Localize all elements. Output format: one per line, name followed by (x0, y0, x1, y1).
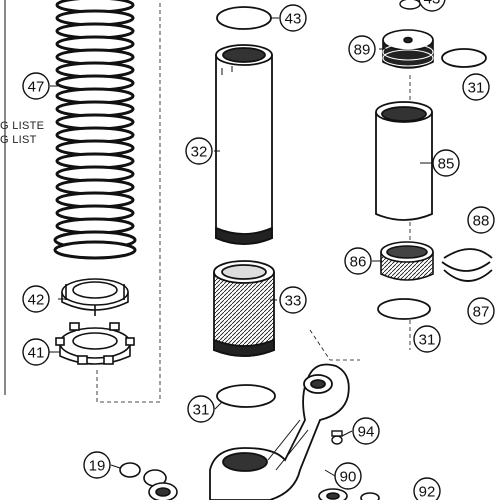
callout-47: 47 (22, 72, 50, 100)
grease-nipple (331, 430, 343, 445)
callout-label: 32 (191, 144, 208, 161)
inner-tube (375, 101, 433, 221)
callout-86: 86 (344, 247, 372, 275)
callout-label: 90 (340, 469, 357, 486)
callout-89: 89 (348, 35, 376, 63)
callout-label: 43 (424, 0, 441, 8)
snap-ring-right-lower (377, 298, 431, 320)
callout-label: 92 (419, 484, 436, 500)
callout-33: 33 (279, 286, 307, 314)
callout-31-lower: 31 (187, 395, 215, 423)
callout-label: 47 (28, 79, 45, 96)
bottom-valve-body (380, 241, 434, 281)
outer-tube (215, 44, 273, 245)
callout-43-top-right: 43 (418, 0, 446, 12)
callout-32: 32 (185, 137, 213, 165)
callout-label: 43 (285, 11, 302, 28)
linkage-lever (209, 363, 350, 500)
callout-label: 33 (285, 293, 302, 310)
callout-label: 31 (419, 332, 436, 349)
callout-43-top: 43 (279, 4, 307, 32)
callout-label: 85 (438, 156, 455, 173)
callout-31-top-right: 31 (462, 73, 490, 101)
callout-42: 42 (22, 285, 50, 313)
callout-94: 94 (352, 417, 380, 445)
callout-label: 86 (350, 254, 367, 271)
spring-adjuster-nut (61, 278, 129, 316)
callout-88: 88 (467, 206, 495, 234)
callout-31-right: 31 (413, 325, 441, 353)
callout-label: 31 (468, 80, 485, 97)
split-ring (441, 248, 493, 282)
callout-92: 92 (413, 477, 441, 500)
top-cap (382, 29, 434, 69)
callout-label: 89 (354, 42, 371, 59)
callout-87: 87 (467, 297, 495, 325)
snap-ring-top (216, 6, 272, 30)
callout-label: 41 (28, 345, 45, 362)
snap-ring-right (441, 48, 487, 68)
callout-85: 85 (432, 149, 460, 177)
assembly-guide-lines (96, 0, 411, 403)
lock-nut (55, 322, 135, 365)
bearing-sleeve-right (318, 488, 380, 500)
side-note-bracket: G LISTE G LIST (0, 0, 44, 395)
coil-spring (53, 0, 137, 260)
callout-label: 87 (473, 304, 490, 321)
callout-41: 41 (22, 338, 50, 366)
side-note-line-1: G LISTE (0, 120, 44, 132)
callout-90: 90 (334, 462, 362, 490)
leader-lines (48, 17, 432, 477)
callout-label: 42 (28, 292, 45, 309)
guide-bushing (213, 260, 275, 357)
callout-label: 19 (89, 458, 106, 475)
bushing-sleeve (143, 469, 178, 500)
callout-label: 31 (193, 402, 210, 419)
callout-label: 94 (358, 424, 375, 441)
small-ring-top-right (399, 0, 421, 10)
snap-ring-lower (216, 384, 276, 408)
side-note-line-2: G LIST (0, 134, 37, 146)
callout-19: 19 (83, 451, 111, 479)
ring-19 (119, 462, 141, 478)
callout-label: 88 (473, 213, 490, 230)
